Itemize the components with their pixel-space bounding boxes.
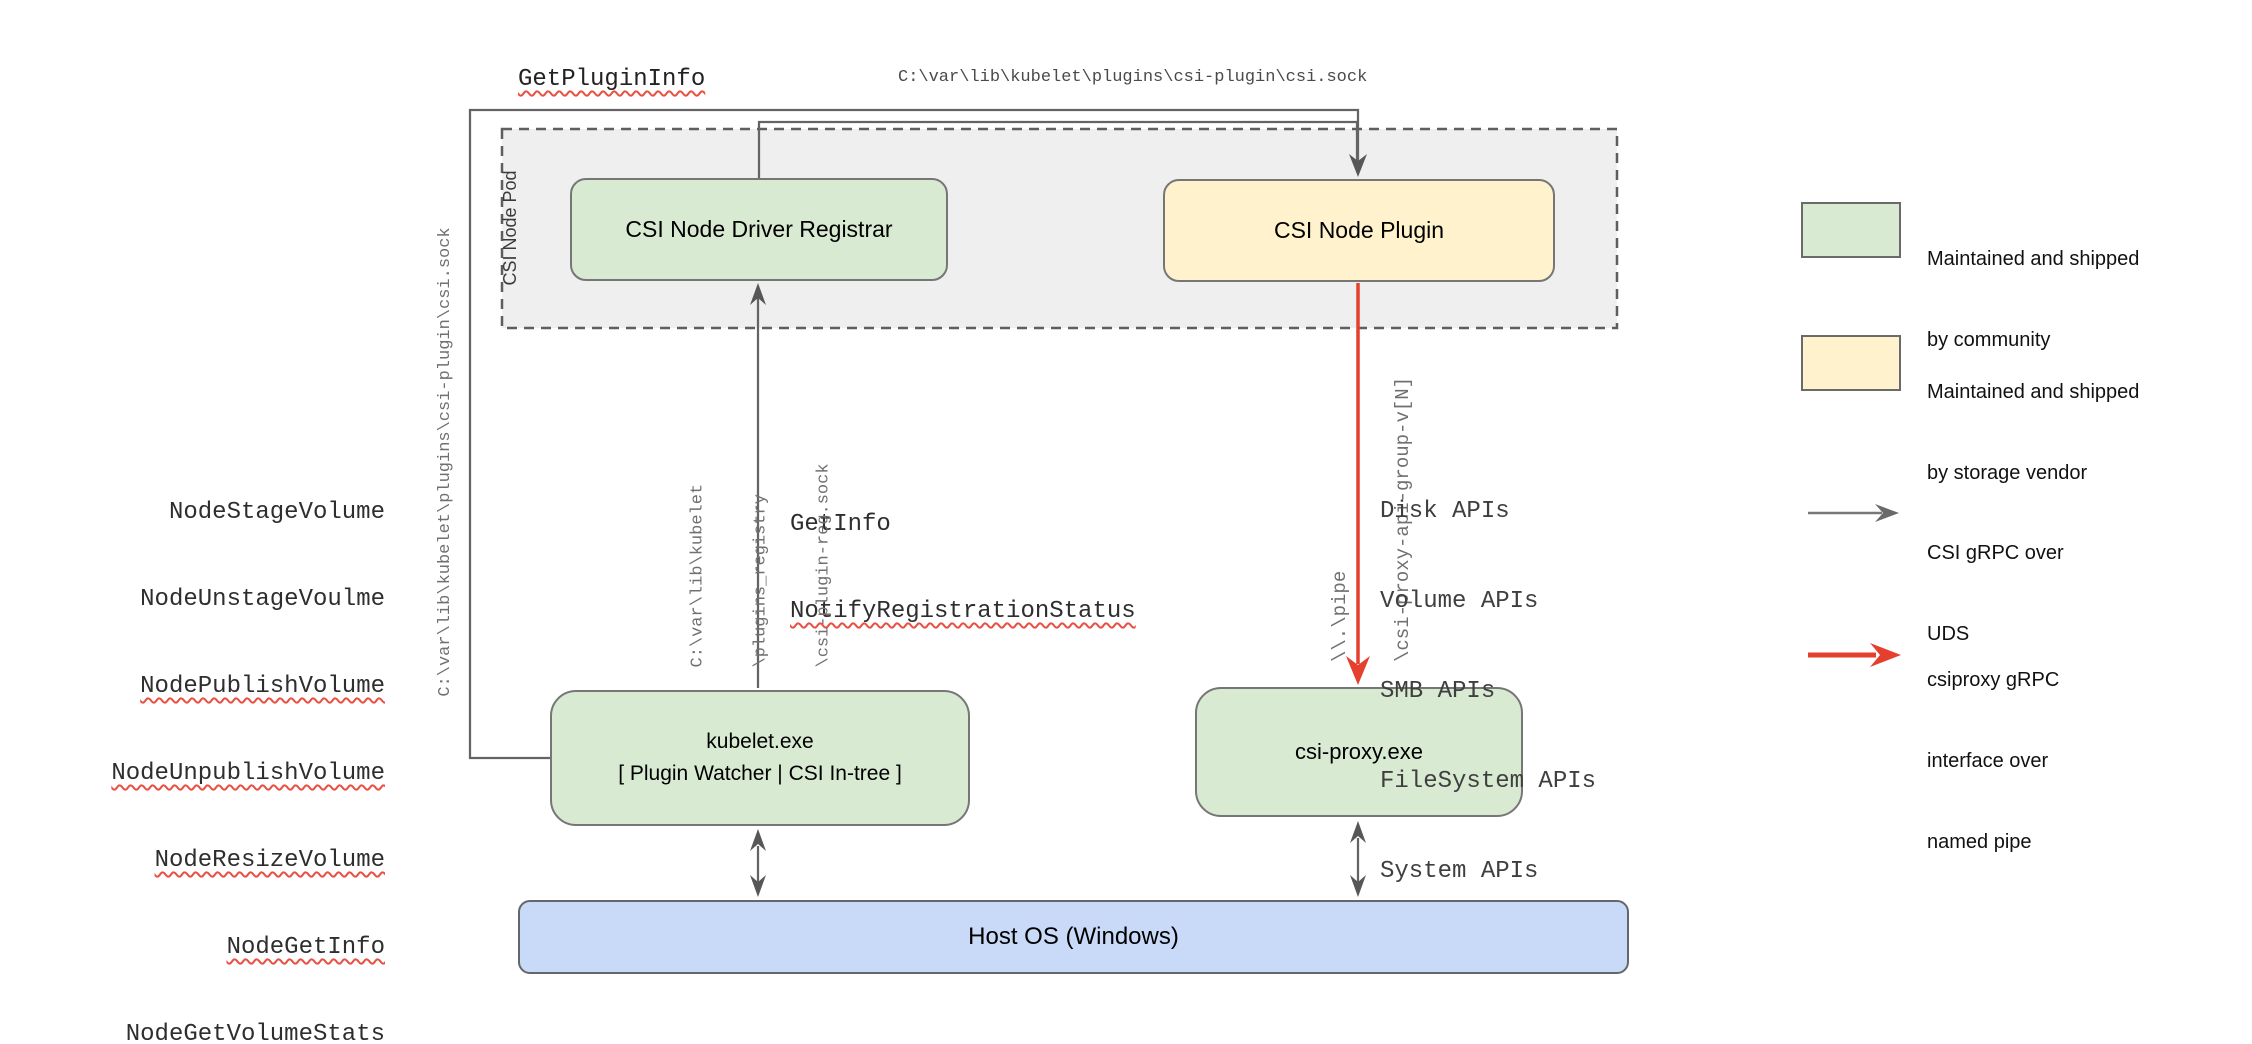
node-method: NodeGetInfo <box>226 934 385 961</box>
legend-gray-arrowhead-icon <box>1875 504 1899 522</box>
api-label: System APIs <box>1380 858 1539 885</box>
csiproxy-hostos-up-arrowhead-icon <box>1350 821 1366 843</box>
api-label: Disk APIs <box>1380 498 1510 525</box>
legend-red-arrowhead-icon <box>1870 643 1901 667</box>
csi-node-pod-label: CSI Node Pod <box>500 170 520 286</box>
legend-vendor-label: Maintained and shipped by storage vendor <box>1927 381 2140 484</box>
node-method: NodePublishVolume <box>140 673 385 700</box>
node-method: NodeUnstageVoulme <box>140 586 385 613</box>
node-methods-list: NodeStageVolume NodeUnstageVoulme NodePu… <box>60 440 385 1044</box>
kubelet-box-subtitle: [ Plugin Watcher | CSI In-tree ] <box>618 762 902 785</box>
legend-community-swatch <box>1801 202 1901 258</box>
legend-community-label: Maintained and shipped by community <box>1927 248 2140 351</box>
csi-proxy-box: csi-proxy.exe <box>1195 687 1523 817</box>
legend-namedpipe-label: csiproxy gRPC interface over named pipe <box>1927 669 2060 853</box>
csiproxy-api-list: Disk APIs Volume APIs SMB APIs FileSyste… <box>1380 437 1596 947</box>
csi-sock-path-left-label: C:\var\lib\kubelet\plugins\csi-plugin\cs… <box>436 227 455 697</box>
node-method: NodeGetVolumeStats <box>125 1021 385 1044</box>
registrar-to-plugin-line <box>757 120 1359 179</box>
legend-vendor-swatch <box>1801 335 1901 391</box>
kubelet-hostos-up-arrowhead-icon <box>750 829 766 851</box>
plugin-reg-sock-label: C:\var\lib\kubelet \plugins_registry \cs… <box>688 463 834 668</box>
named-pipe-label: \\.\pipe \csi-proxy-api-group-v[N] <box>1329 376 1414 662</box>
csi-node-driver-registrar-box: CSI Node Driver Registrar <box>570 178 948 281</box>
registration-calls-label: GetInfo NotifyRegistrationStatus <box>790 452 1136 684</box>
csi-sock-path-top-label: C:\var\lib\kubelet\plugins\csi-plugin\cs… <box>898 68 1368 87</box>
csiproxy-hostos-down-arrowhead-icon <box>1350 875 1366 897</box>
plugin-top-arrowhead-icon <box>1349 154 1367 177</box>
node-method: NodeUnpublishVolume <box>111 760 385 787</box>
registrar-bottom-arrowhead-icon <box>750 283 766 305</box>
api-label: SMB APIs <box>1380 678 1496 705</box>
host-os-box: Host OS (Windows) <box>518 900 1629 974</box>
node-method: NodeResizeVolume <box>154 847 385 874</box>
api-label: Volume APIs <box>1380 588 1539 615</box>
csi-node-plugin-box: CSI Node Plugin <box>1163 179 1555 282</box>
get-plugin-info-label: GetPluginInfo <box>518 66 706 93</box>
kubelet-box-title: kubelet.exe <box>706 730 814 753</box>
csiproxy-top-red-arrowhead-icon <box>1346 656 1370 685</box>
get-info-label: GetInfo <box>790 511 891 538</box>
node-method: NodeStageVolume <box>168 499 385 526</box>
api-label: FileSystem APIs <box>1380 768 1597 795</box>
kubelet-hostos-down-arrowhead-icon <box>750 875 766 897</box>
kubelet-box: kubelet.exe [ Plugin Watcher | CSI In-tr… <box>550 690 970 826</box>
legend-uds-label: CSI gRPC over UDS <box>1927 542 2064 645</box>
notify-registration-status-label: NotifyRegistrationStatus <box>790 598 1136 625</box>
